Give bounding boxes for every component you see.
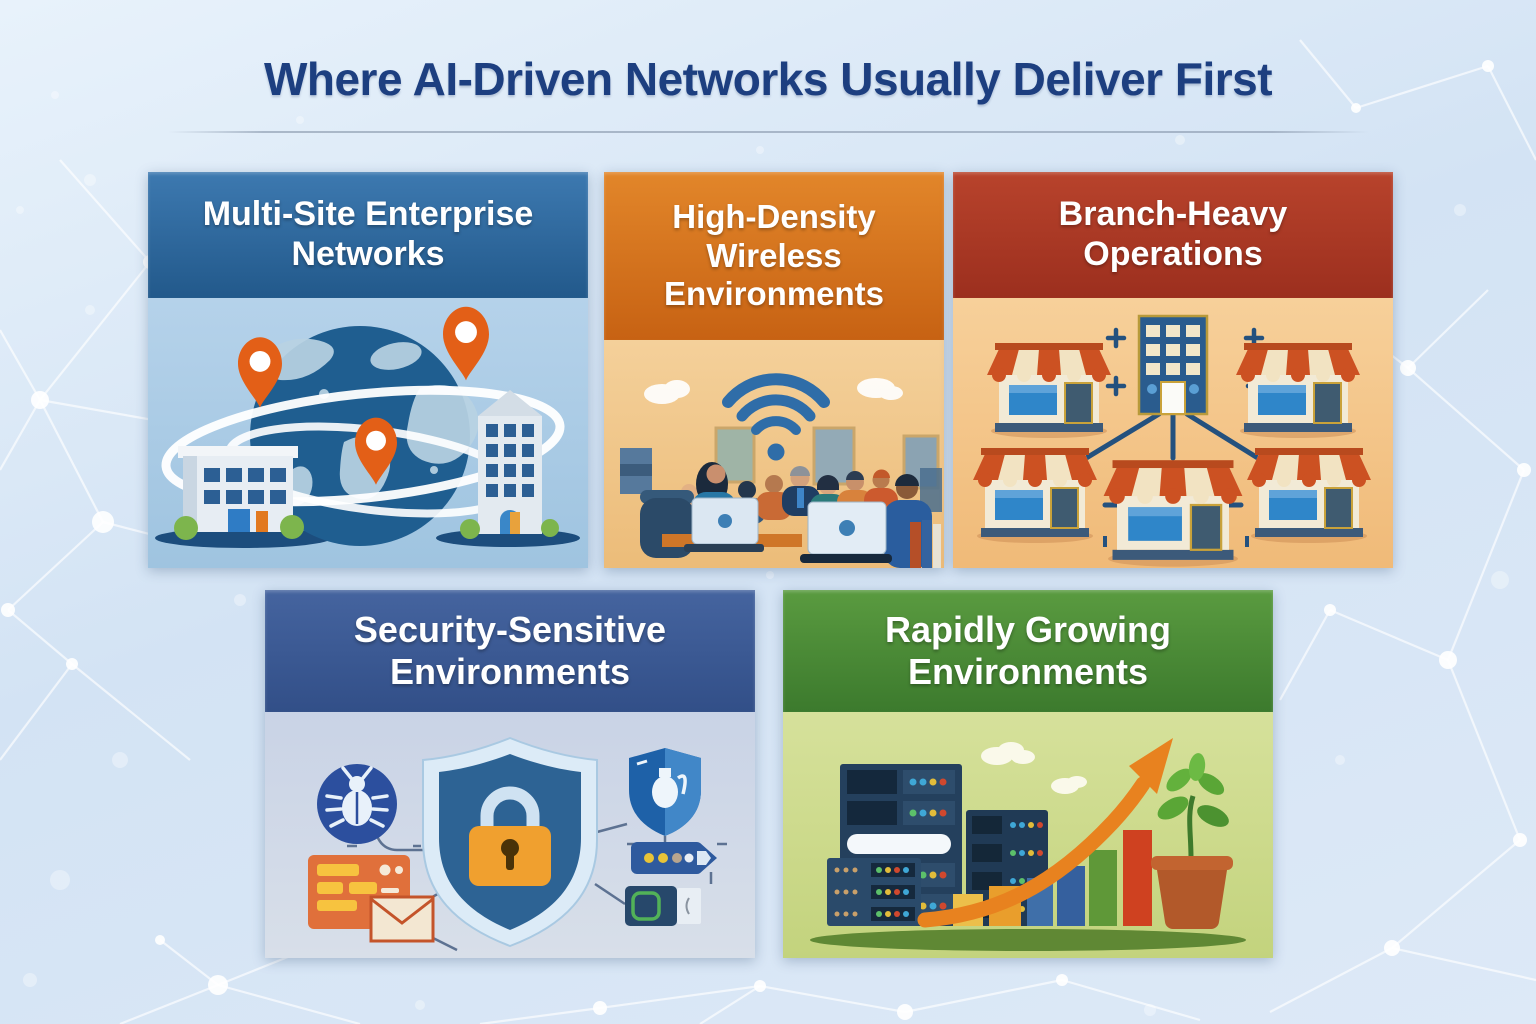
card-illustration	[148, 298, 588, 568]
plexus-nodes	[1, 60, 1531, 1020]
wifi-icon	[722, 373, 830, 461]
location-pin-icon	[238, 306, 489, 485]
plexus-dots	[16, 91, 1509, 1016]
card-header: Multi-Site Enterprise Networks	[148, 172, 588, 298]
bug-icon	[317, 764, 397, 844]
card-illustration	[265, 712, 755, 958]
cloud-icon	[644, 378, 903, 404]
shield-lock-icon	[422, 736, 598, 948]
books	[910, 520, 941, 568]
password-tag-icon	[631, 841, 717, 875]
globe-illustration	[155, 306, 580, 548]
branch-network-illustration	[972, 314, 1372, 568]
cloud-icon	[981, 742, 1087, 794]
card-rapidly-growing: Rapidly Growing Environments	[783, 590, 1273, 958]
card-title: Multi-Site Enterprise Networks	[202, 195, 534, 273]
security-illustration	[308, 736, 727, 952]
card-header: Branch-Heavy Operations	[953, 172, 1393, 298]
tall-building-icon	[460, 390, 559, 539]
growth-arrow-icon	[917, 738, 1173, 928]
card-illustration	[783, 712, 1273, 958]
office-building-icon	[174, 446, 304, 540]
potted-plant-icon	[1151, 753, 1233, 930]
card-title: High-Density Wireless Environments	[663, 198, 885, 313]
card-header: Security-Sensitive Environments	[265, 590, 755, 712]
card-header: Rapidly Growing Environments	[783, 590, 1273, 712]
card-security-sensitive: Security-Sensitive Environments	[265, 590, 755, 958]
secure-device-icon	[625, 886, 701, 926]
hq-building-icon	[1137, 314, 1209, 416]
card-branch-heavy-operations: Branch-Heavy Operations	[953, 172, 1393, 568]
card-illustration	[953, 298, 1393, 568]
ground-shadow	[810, 929, 1246, 951]
connection-line-icon	[1080, 411, 1264, 463]
laptop-icon	[684, 497, 764, 552]
email-icon	[369, 895, 435, 943]
card-title: Security-Sensitive Environments	[353, 608, 667, 692]
card-illustration	[604, 340, 944, 568]
growth-illustration	[810, 738, 1246, 951]
wifi-crowd-illustration	[620, 373, 942, 568]
title-divider	[168, 131, 1368, 133]
card-high-density-wireless: High-Density Wireless Environments	[604, 172, 944, 568]
laptop-icon	[800, 501, 892, 563]
server-rack-icon	[827, 764, 1048, 926]
security-badge-icon	[629, 748, 701, 836]
card-header: High-Density Wireless Environments	[604, 172, 944, 340]
card-title: Rapidly Growing Environments	[884, 608, 1171, 692]
card-multi-site-enterprise-networks: Multi-Site Enterprise Networks	[148, 172, 588, 568]
connector-lines	[347, 822, 727, 952]
page-title: Where AI-Driven Networks Usually Deliver…	[263, 53, 1273, 105]
card-title: Branch-Heavy Operations	[1058, 195, 1288, 273]
